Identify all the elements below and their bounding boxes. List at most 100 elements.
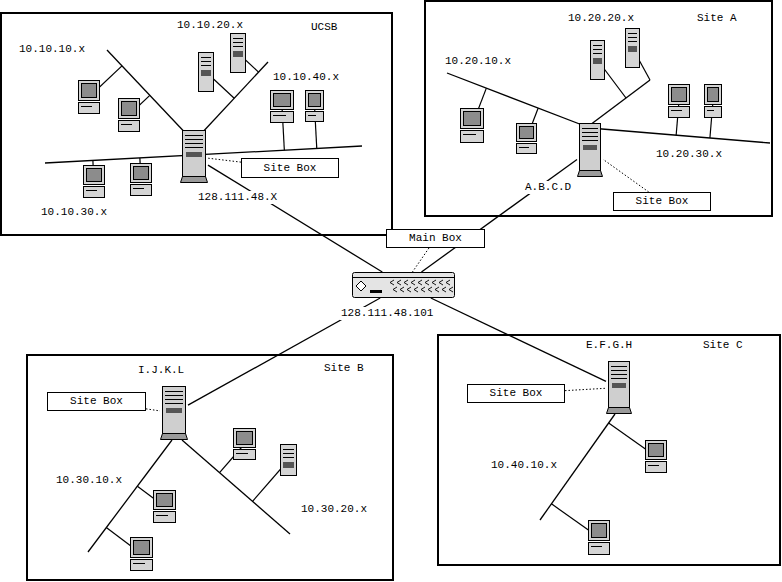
monitor: [306, 91, 324, 110]
host-computer: [589, 521, 610, 555]
drive-light: [186, 152, 202, 157]
subnet-label: 10.10.10.x: [18, 43, 86, 56]
computer-case: [589, 543, 610, 555]
drive-slot: [463, 134, 476, 135]
host-computer: [131, 538, 153, 571]
drive-bay: [611, 370, 627, 371]
drive-slot: [156, 515, 168, 516]
box-label: Main Box: [409, 232, 462, 245]
subnet-label: 10.30.10.x: [55, 474, 123, 487]
drive-bay: [582, 136, 598, 137]
drive-slot: [591, 546, 602, 547]
drive-slot: [593, 53, 602, 54]
lan-cable: [590, 128, 770, 143]
monitor: [131, 538, 153, 558]
port-chevron: [432, 280, 436, 285]
screen: [708, 88, 719, 102]
server-base: [607, 408, 632, 414]
site-region: E.F.G.HSite BoxSite C: [437, 334, 781, 566]
server-base: [161, 434, 188, 440]
monitor: [79, 81, 100, 101]
server-icon: [577, 123, 603, 177]
server-base: [578, 171, 603, 177]
power-panel: [283, 462, 294, 468]
drive-slot: [236, 453, 248, 454]
leader-line: [412, 248, 429, 272]
screen: [157, 494, 173, 507]
drive-bay: [611, 378, 627, 379]
drive-bay: [582, 128, 598, 129]
drive-slot: [628, 41, 637, 42]
site-server: 128.111.48.X: [180, 130, 208, 183]
port-chevron: [397, 280, 401, 285]
screen: [134, 167, 149, 180]
port-chevron: [411, 280, 415, 285]
drive-slot: [628, 33, 637, 34]
lan-cable: [182, 440, 290, 534]
site-server: I.J.K.L: [160, 386, 188, 440]
host-computer: [84, 166, 105, 198]
drive-slot: [233, 42, 243, 43]
computer-case: [154, 512, 176, 523]
screen: [134, 541, 150, 555]
status-led: [370, 290, 382, 293]
drive-slot: [519, 147, 529, 148]
callout-box: Site Box: [467, 384, 565, 403]
drive-bay: [611, 374, 627, 375]
drive-slot: [201, 57, 211, 58]
site-server: A.B.C.D: [577, 123, 603, 177]
host-computer: [271, 91, 294, 123]
box-label: Site Box: [70, 395, 123, 408]
port-chevron: [439, 280, 443, 285]
ip-address: A.B.C.D: [524, 181, 572, 194]
host-computer: [234, 429, 256, 460]
callout-box: Main Box: [386, 229, 485, 248]
host-computer: [591, 41, 605, 80]
computer-case: [705, 107, 722, 118]
drive-slot: [201, 65, 211, 66]
monitor: [84, 166, 105, 185]
monitor: [705, 85, 722, 105]
lan-cable: [590, 80, 650, 125]
router-icon: [352, 272, 455, 298]
computer-case: [119, 121, 140, 132]
monitor: [461, 109, 484, 129]
host-computer: [646, 441, 667, 473]
drive-slot: [628, 37, 637, 38]
tower-case: [626, 29, 640, 68]
host-computer: [131, 164, 152, 196]
monitor: [669, 85, 690, 105]
ip-address: E.F.G.H: [585, 339, 633, 352]
ip-address: 128.111.48.101: [340, 307, 434, 320]
drive-slot: [121, 124, 132, 125]
site-name: Site A: [697, 12, 737, 25]
drive-slot: [86, 190, 97, 191]
screen: [672, 88, 687, 102]
computer-case: [131, 560, 153, 571]
callout-box: Site Box: [47, 392, 146, 411]
screen: [237, 432, 253, 445]
ip-address: 128.111.48.X: [197, 191, 278, 204]
leader-line: [565, 388, 606, 390]
computer-case: [461, 131, 484, 143]
server-icon: [160, 386, 188, 440]
subnet-label: 10.30.20.x: [300, 503, 368, 516]
computer-case: [306, 112, 324, 122]
drive-bay: [185, 147, 203, 148]
site-region: I.J.K.LSite BoxSite B: [26, 354, 394, 581]
host-computer: [626, 29, 640, 68]
subnet-label: 10.10.20.x: [176, 19, 244, 32]
lan-cable: [447, 73, 590, 128]
drive-bay: [165, 391, 183, 392]
drive-slot: [308, 115, 316, 116]
drive-slot: [201, 61, 211, 62]
box-label: Site Box: [264, 162, 317, 175]
drive-bay: [165, 399, 183, 400]
callout-box: Site Box: [241, 158, 339, 178]
monitor: [589, 521, 610, 541]
drive-slot: [233, 46, 243, 47]
computer-case: [84, 187, 105, 198]
server-case: [609, 362, 630, 408]
drive-slot: [593, 45, 602, 46]
